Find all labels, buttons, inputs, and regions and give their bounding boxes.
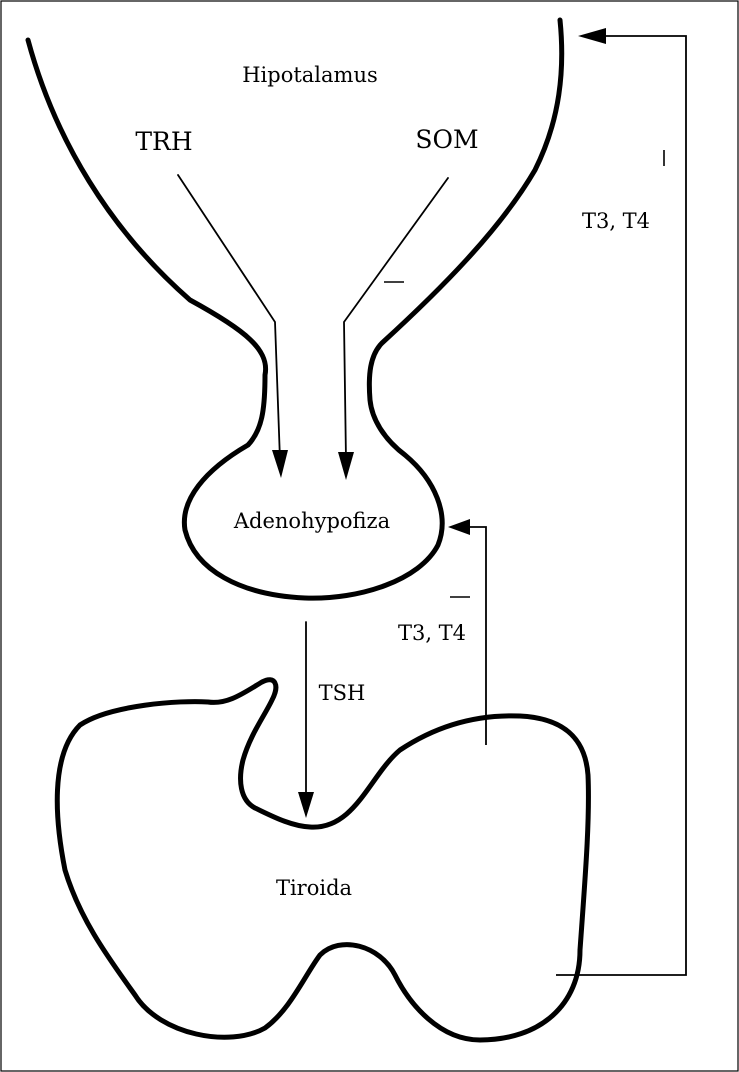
thyroid-label: Tiroida <box>276 876 352 900</box>
feedback-lower-line <box>466 527 486 745</box>
tsh-label: TSH <box>319 681 366 705</box>
feedback-upper-arrowhead <box>578 28 606 44</box>
feedback-upper-label: T3, T4 <box>582 209 650 233</box>
trh-label: TRH <box>135 127 192 156</box>
som-label: SOM <box>415 125 478 154</box>
thyroid-outline <box>57 680 588 1040</box>
som-arrowhead <box>338 452 354 480</box>
trh-arrowhead <box>272 450 288 478</box>
feedback-lower-arrowhead <box>448 519 470 535</box>
trh-arrow-line <box>178 175 280 460</box>
tsh-arrowhead <box>298 792 314 818</box>
som-arrow-line <box>344 178 448 460</box>
feedback-upper-line <box>556 36 686 975</box>
adenohypophysis-label: Adenohypofiza <box>233 509 390 533</box>
feedback-lower-label: T3, T4 <box>398 621 466 645</box>
hypothalamus-label: Hipotalamus <box>242 63 378 87</box>
